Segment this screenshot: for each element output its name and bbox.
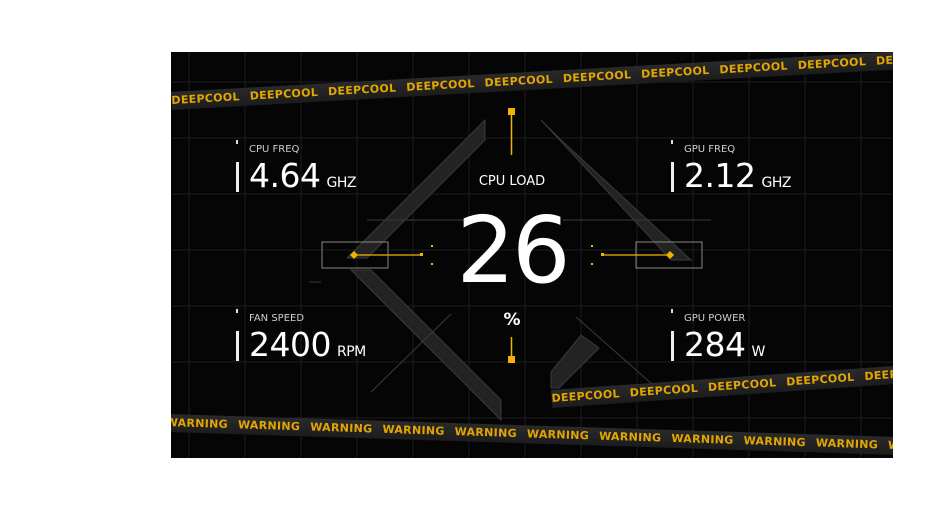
tape-word: DEEPCOOL [785,370,855,389]
metric-label: CPU FREQ [249,144,300,155]
tape-word: DEEPCOOL [719,59,789,77]
cpu-load-value: 26 [456,197,570,304]
tape-word: DEEPCOOL [405,77,475,94]
metric-value: 2.12 [684,156,756,195]
tape-word: WARNING [171,415,229,431]
tape-word: DEEPCOOL [797,55,867,72]
metric-label: FAN SPEED [249,313,305,324]
upper-right-bar [540,119,693,261]
metric-value: 284 [684,325,746,364]
tape-word: DEEPCOOL [327,81,397,99]
tape-word: WARNING [815,436,879,452]
tape-word: DEEPCOOL [171,90,241,107]
monitor-display: DEEPCOOL DEEPCOOL DEEPCOOL DEEPCOOL DEEPCOOL… [171,52,893,458]
tape-word: WARNING [237,418,301,434]
metric-unit: GHZ [326,175,356,191]
tape-word: DEEPCOOL [562,68,632,86]
cpu-load-unit: % [503,310,521,330]
tape-word: WARNING [454,425,518,441]
tape-word: DEEPCOOL [875,52,893,68]
metric-value: 4.64 [249,156,321,195]
tape-word: DEEPCOOL [640,63,710,81]
tape-word: DEEPCOOL [629,381,699,400]
top-marker [508,108,515,115]
cpu-load-label: CPU LOAD [478,174,546,189]
tape-word: DEEPCOOL [707,376,777,395]
metric-unit: RPM [336,344,366,360]
tape-word: WARNING [309,420,373,436]
tape-word: WARNING [671,431,734,447]
metric-value: 2400 [249,325,331,364]
tape-word: WARNING [598,429,662,445]
tape-word: WARNING [743,434,807,450]
tape-word: WARNING [382,422,445,438]
metric-unit: W [751,344,766,360]
tape-word: WARNING [887,438,893,454]
metric-label: GPU POWER [684,313,746,324]
metric-unit: GHZ [761,175,791,191]
bottom-marker [508,356,515,363]
lower-right-bar [550,334,600,389]
tape-word: WARNING [526,427,590,443]
lower-left-bar [349,269,502,422]
upper-left-bar [345,118,486,259]
tape-word: DEEPCOOL [551,387,621,405]
tape-word: DEEPCOOL [249,85,319,103]
tape-word: DEEPCOOL [864,365,893,384]
tape-word: DEEPCOOL [484,72,554,90]
metric-label: GPU FREQ [684,144,736,155]
